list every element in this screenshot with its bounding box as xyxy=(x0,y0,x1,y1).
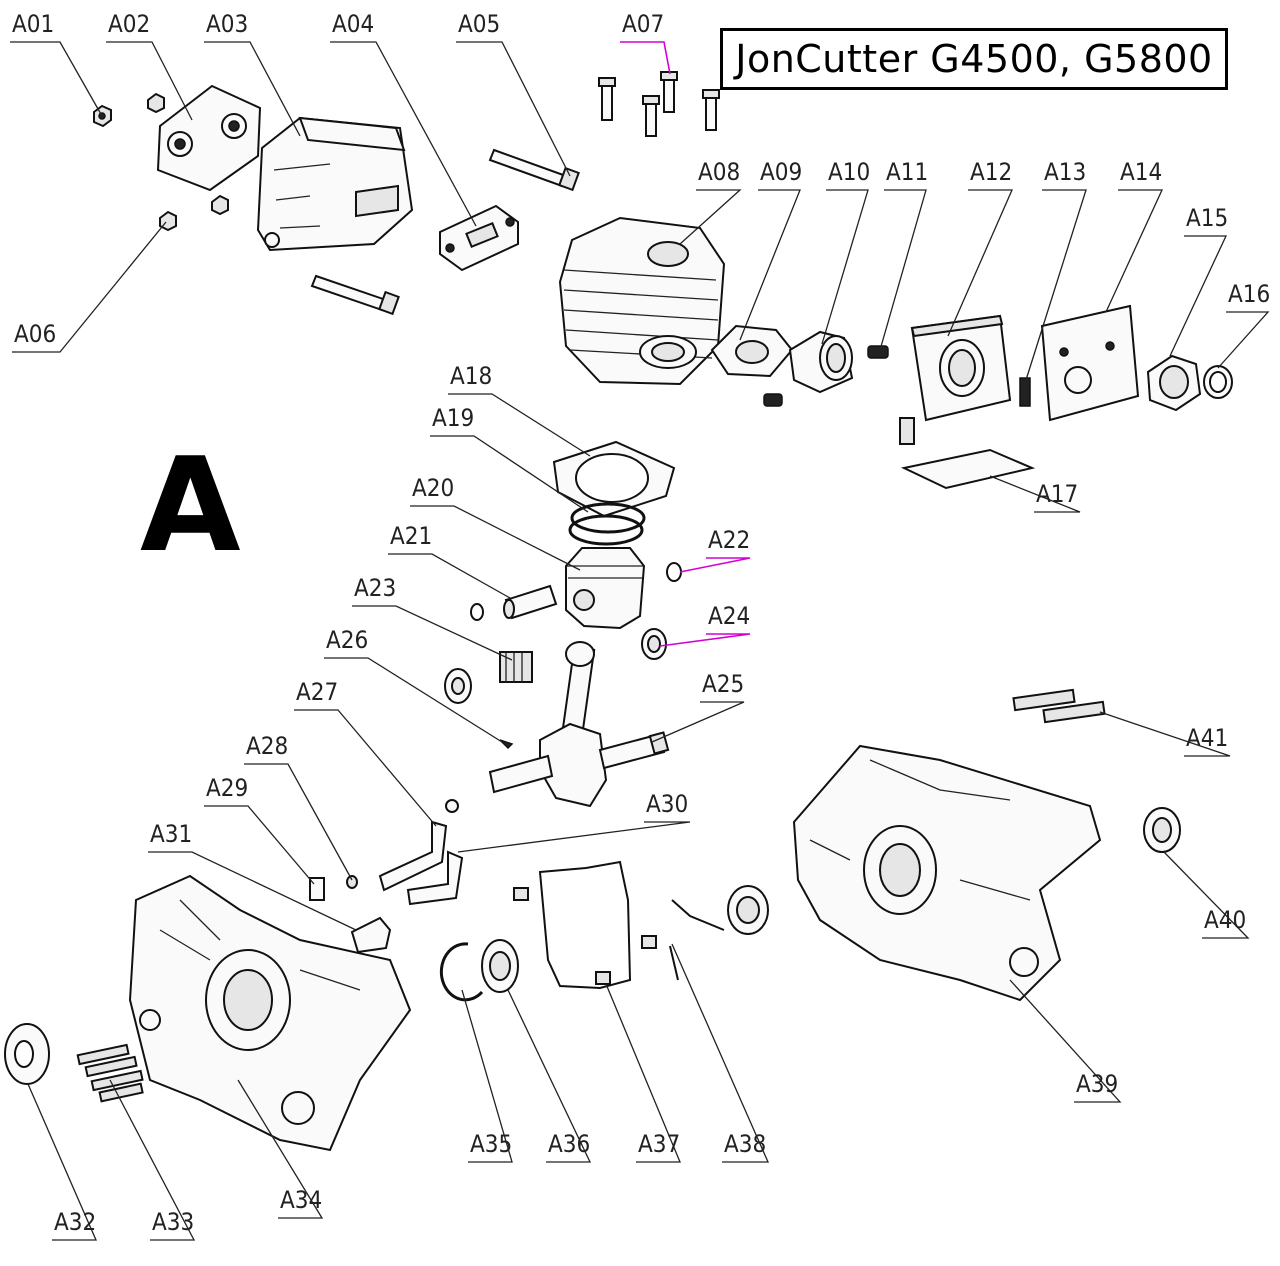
callout-a18: A18 xyxy=(450,362,492,390)
part-a13-screw xyxy=(1019,377,1031,407)
part-a41-studs xyxy=(1012,688,1106,724)
part-a17-gasket xyxy=(900,448,1036,490)
callout-a04: A04 xyxy=(332,10,374,38)
callout-a27: A27 xyxy=(296,678,338,706)
part-a39-crankcase xyxy=(792,744,1102,1002)
part-a08-cylinder xyxy=(558,216,726,386)
part-a02-plate xyxy=(147,84,262,232)
callout-a38: A38 xyxy=(724,1130,766,1158)
callout-a26: A26 xyxy=(326,626,368,654)
part-a33-bolts xyxy=(76,1043,144,1103)
callout-a02: A02 xyxy=(108,10,150,38)
callout-a06: A06 xyxy=(14,320,56,348)
callout-a19: A19 xyxy=(432,404,474,432)
callout-a15: A15 xyxy=(1186,204,1228,232)
callout-a28: A28 xyxy=(246,732,288,760)
callout-a40: A40 xyxy=(1204,906,1246,934)
part-a20-piston xyxy=(565,547,646,630)
callout-a17: A17 xyxy=(1036,480,1078,508)
part-a23-bearing xyxy=(470,603,533,683)
callout-a33: A33 xyxy=(152,1208,194,1236)
callout-a22: A22 xyxy=(708,526,750,554)
part-a32-washer xyxy=(4,1023,50,1085)
part-a34-crankcase xyxy=(128,874,412,1152)
part-a14-plate xyxy=(1040,304,1140,422)
part-a05-bolts xyxy=(310,148,580,316)
part-a03-muffler xyxy=(256,116,414,252)
callout-a14: A14 xyxy=(1120,158,1162,186)
callout-a35: A35 xyxy=(470,1130,512,1158)
part-a38-seal xyxy=(669,885,769,981)
section-letter: A xyxy=(140,429,241,581)
callout-a24: A24 xyxy=(708,602,750,630)
callout-a39: A39 xyxy=(1076,1070,1118,1098)
callout-a34: A34 xyxy=(280,1186,322,1214)
part-a22-circlip xyxy=(666,562,682,582)
part-a18-gasket xyxy=(552,440,676,518)
part-a27-a30-hoses xyxy=(378,799,464,906)
part-a19-rings xyxy=(568,502,646,546)
callout-a37: A37 xyxy=(638,1130,680,1158)
callout-a30: A30 xyxy=(646,790,688,818)
part-a01-nut xyxy=(93,104,112,128)
model-title-box: JonCutter G4500, G5800 xyxy=(720,28,1228,90)
part-a40-seal xyxy=(1143,807,1181,853)
callout-a25: A25 xyxy=(702,670,744,698)
part-a11-screw xyxy=(867,345,889,359)
callout-a20: A20 xyxy=(412,474,454,502)
callout-a05: A05 xyxy=(458,10,500,38)
callout-a09: A09 xyxy=(760,158,802,186)
model-title: JonCutter G4500, G5800 xyxy=(735,37,1213,81)
callout-a11: A11 xyxy=(886,158,928,186)
callout-a13: A13 xyxy=(1044,158,1086,186)
part-a07-screws xyxy=(598,71,720,137)
part-a12-carb-plate xyxy=(899,314,1012,445)
callout-a07: A07 xyxy=(622,10,664,38)
part-a35-circlip xyxy=(439,942,484,1002)
callout-a10: A10 xyxy=(828,158,870,186)
callout-labels: A01 A02 A03 A04 A05 A06 A07 A08 A09 A10 … xyxy=(12,10,1270,1236)
part-a36-bearing xyxy=(481,939,519,993)
part-a21-pin xyxy=(503,584,558,620)
callout-a03: A03 xyxy=(206,10,248,38)
part-a09-gasket xyxy=(710,324,794,378)
callout-a08: A08 xyxy=(698,158,740,186)
callout-a29: A29 xyxy=(206,774,248,802)
callout-a32: A32 xyxy=(54,1208,96,1236)
part-a37-pins-gasket xyxy=(513,860,657,990)
part-a10-manifold xyxy=(763,330,854,407)
part-a24-seal xyxy=(641,628,667,660)
callout-a16: A16 xyxy=(1228,280,1270,308)
callout-a36: A36 xyxy=(548,1130,590,1158)
callout-a31: A31 xyxy=(150,820,192,848)
part-a25-crankshaft xyxy=(444,641,670,808)
callout-a21: A21 xyxy=(390,522,432,550)
callout-a41: A41 xyxy=(1186,724,1228,752)
callout-a12: A12 xyxy=(970,158,1012,186)
callout-a23: A23 xyxy=(354,574,396,602)
callout-a01: A01 xyxy=(12,10,54,38)
leader-lines xyxy=(10,41,1270,1241)
part-a16-ring xyxy=(1203,365,1233,399)
part-a15-flange xyxy=(1146,354,1202,412)
part-a04-gasket xyxy=(439,204,519,272)
